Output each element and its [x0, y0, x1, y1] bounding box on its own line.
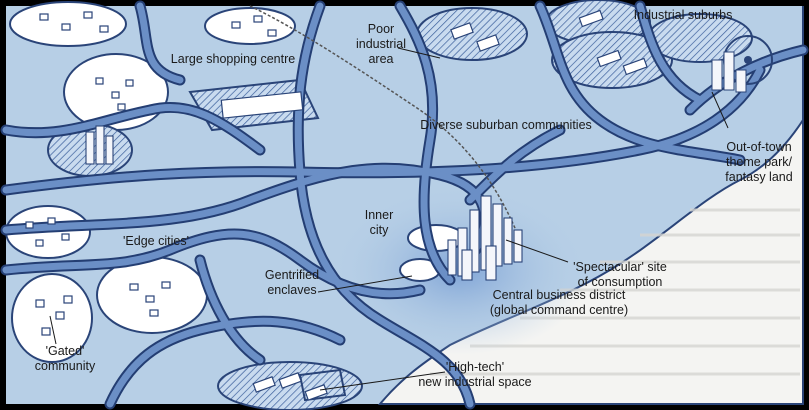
- label-gated-community: 'Gated' community: [20, 344, 110, 374]
- label-out-of-town-theme-park: Out-of-town theme park/ fantasy land: [718, 140, 800, 185]
- label-spectacular-site: 'Spectacular' site of consumption: [560, 260, 680, 290]
- label-large-shopping-centre: Large shopping centre: [158, 52, 308, 67]
- label-central-business-district: Central business district (global comman…: [474, 288, 644, 318]
- label-industrial-suburbs: Industrial suburbs: [618, 8, 748, 23]
- label-poor-industrial-area: Poor industrial area: [346, 22, 416, 67]
- label-high-tech-industrial-space: 'High-tech' new industrial space: [400, 360, 550, 390]
- label-diverse-suburban-communities: Diverse suburban communities: [406, 118, 606, 133]
- label-gentrified-enclaves: Gentrified enclaves: [252, 268, 332, 298]
- label-edge-cities: 'Edge cities': [106, 234, 206, 249]
- label-inner-city: Inner city: [354, 208, 404, 238]
